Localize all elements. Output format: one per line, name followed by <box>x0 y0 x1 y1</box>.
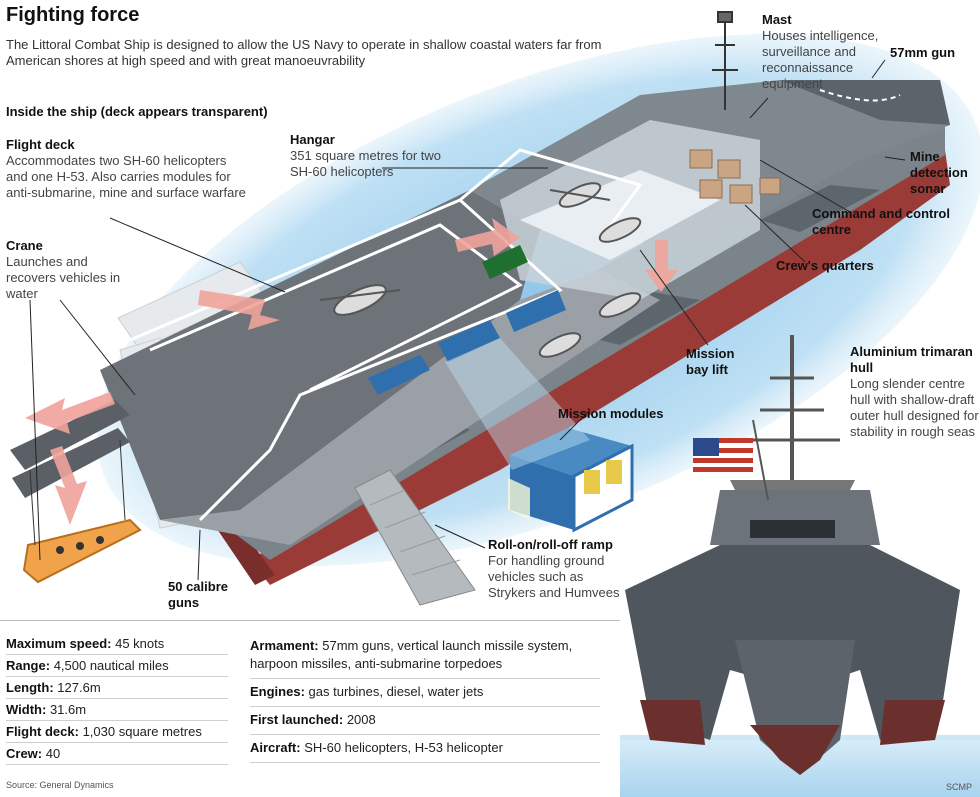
spec-key: Crew: <box>6 746 43 761</box>
spec-key: Maximum speed: <box>6 636 112 651</box>
label-flight-deck-title: Flight deck <box>6 137 75 152</box>
label-ramp-title: Roll-on/roll-off ramp <box>488 537 613 552</box>
spec-row: Crew: 40 <box>6 743 228 765</box>
spec-row: Range: 4,500 nautical miles <box>6 655 228 677</box>
label-crane-title: Crane <box>6 238 43 253</box>
label-crew-quarters: Crew's quarters <box>776 258 874 273</box>
spec-value: 2008 <box>346 712 376 727</box>
credit-note: SCMP <box>946 782 973 792</box>
movement-arrows <box>25 218 678 525</box>
mission-module-box <box>445 338 634 533</box>
spec-key: Length: <box>6 680 54 695</box>
label-ramp-desc: For handling ground vehicles such as Str… <box>488 553 620 600</box>
spec-row: Armament: 57mm guns, vertical launch mis… <box>250 633 600 679</box>
label-crane: Crane Launches and recovers vehicles in … <box>6 238 126 302</box>
label-mast: Mast Houses intelligence, surveillance a… <box>762 12 892 92</box>
spec-row: Width: 31.6m <box>6 699 228 721</box>
spec-key: Aircraft: <box>250 740 301 755</box>
source-note: Source: General Dynamics <box>6 780 114 790</box>
small-boat <box>22 439 142 584</box>
helicopters <box>319 182 642 358</box>
label-ramp: Roll-on/roll-off ramp For handling groun… <box>488 537 628 601</box>
front-view-ship <box>620 335 980 797</box>
label-flight-deck: Flight deck Accommodates two SH-60 helic… <box>6 137 246 201</box>
label-hangar: Hangar 351 square metres for two SH-60 h… <box>290 132 465 180</box>
label-mission-bay-lift: Mission bay lift <box>686 346 735 377</box>
label-hangar-desc: 351 square metres for two SH-60 helicopt… <box>290 148 442 179</box>
spec-value: gas turbines, diesel, water jets <box>308 684 484 699</box>
specs-divider <box>0 620 620 621</box>
crew-quarters-boxes <box>689 149 781 204</box>
mast-drawing <box>712 11 738 110</box>
label-57mm-gun: 57mm gun <box>890 45 956 60</box>
leader-lines <box>29 59 906 581</box>
mission-containers <box>368 245 566 395</box>
spec-row: Aircraft: SH-60 helicopters, H-53 helico… <box>250 735 600 763</box>
label-trimaran-hull-title: Aluminium trimaran hull <box>850 344 973 375</box>
spec-value: 1,030 square metres <box>82 724 202 739</box>
label-hangar-title: Hangar <box>290 132 335 147</box>
spec-value: 57mm guns, vertical launch missile syste… <box>250 638 573 671</box>
label-mission-modules: Mission modules <box>558 406 664 421</box>
gun-arc <box>819 89 901 102</box>
spec-row: Maximum speed: 45 knots <box>6 633 228 655</box>
spec-value: 4,500 nautical miles <box>53 658 169 673</box>
section-heading: Inside the ship (deck appears transparen… <box>6 104 268 119</box>
spec-key: Flight deck: <box>6 724 79 739</box>
spec-key: First launched: <box>250 712 344 727</box>
label-flight-deck-desc: Accommodates two SH-60 helicopters and o… <box>6 153 246 200</box>
crane-arms <box>10 400 130 498</box>
label-mine-sonar: Mine detection sonar <box>910 149 968 196</box>
spec-value: 40 <box>45 746 61 761</box>
spec-value: 127.6m <box>57 680 101 695</box>
label-mast-desc: Houses intelligence, surveillance and re… <box>762 28 879 91</box>
label-50-calibre-guns: 50 calibre guns <box>168 579 228 610</box>
ship-hull <box>100 80 950 585</box>
intro-text: The Littoral Combat Ship is designed to … <box>6 37 602 68</box>
label-command-centre: Command and control centre <box>812 206 950 237</box>
spec-value: 31.6m <box>49 702 87 717</box>
spec-row: Flight deck: 1,030 square metres <box>6 721 228 743</box>
deck-outline <box>129 148 643 522</box>
specs-left: Maximum speed: 45 knots Range: 4,500 nau… <box>6 633 228 765</box>
page-title: Fighting force <box>6 4 140 26</box>
spec-value: 45 knots <box>115 636 165 651</box>
spec-row: Engines: gas turbines, diesel, water jet… <box>250 679 600 707</box>
label-trimaran-hull-desc: Long slender centre hull with shallow-dr… <box>850 376 979 439</box>
spec-row: First launched: 2008 <box>250 707 600 735</box>
specs-right: Armament: 57mm guns, vertical launch mis… <box>250 633 600 763</box>
spec-row: Length: 127.6m <box>6 677 228 699</box>
ramp-drawing <box>354 469 476 606</box>
spec-key: Width: <box>6 702 47 717</box>
spec-key: Armament: <box>250 638 319 653</box>
spec-value: SH-60 helicopters, H-53 helicopter <box>304 740 503 755</box>
label-mast-title: Mast <box>762 12 792 27</box>
spec-key: Range: <box>6 658 51 673</box>
label-crane-desc: Launches and recovers vehicles in water <box>6 254 121 301</box>
label-trimaran-hull: Aluminium trimaran hull Long slender cen… <box>850 344 980 440</box>
spec-key: Engines: <box>250 684 305 699</box>
